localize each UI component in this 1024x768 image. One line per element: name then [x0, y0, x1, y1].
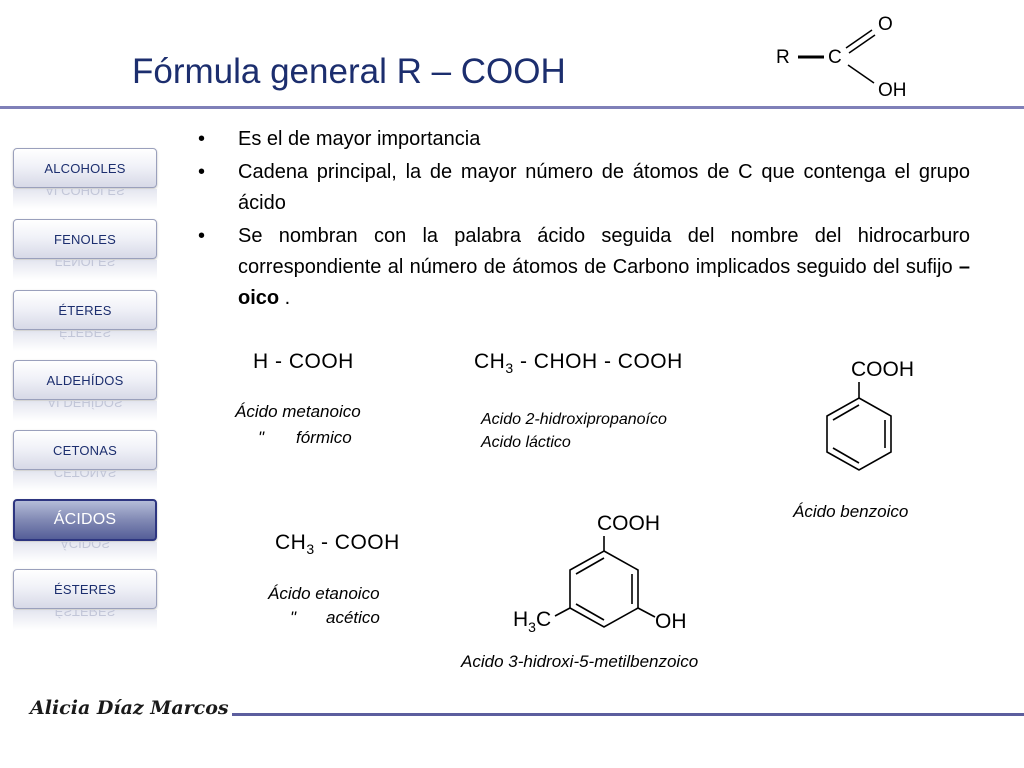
suffix-oico: – oico [238, 256, 970, 309]
benzoic-inner-bond [832, 447, 860, 464]
bullet-list: • Es el de mayor importancia • Cadena pr… [198, 124, 970, 314]
bullet-text: Se nombran con la palabra ácido seguida … [238, 225, 970, 278]
hmb-inner-bond [575, 603, 605, 621]
nav-reflection: ÁCIDOS [13, 542, 157, 562]
ethanoic-ditto: " [290, 608, 297, 627]
hmb-ch3: H3C [513, 608, 551, 635]
hmb-cooh: COOH [597, 512, 660, 535]
nav-label: ALDEHÍDOS [46, 372, 124, 388]
formula-c: C [828, 47, 842, 68]
hmb-oh: OH [655, 610, 687, 633]
nav-button-fenoles[interactable]: FENOLES [13, 219, 157, 259]
nav-label: ÁCIDOS [53, 511, 117, 528]
hmb-ring [569, 550, 639, 628]
methanoic-name: Ácido metanoico [235, 402, 361, 421]
benzoic-ring [826, 397, 892, 471]
formula-double-bond-2 [848, 34, 876, 54]
formula-r: R [776, 47, 790, 68]
ethanoic-name: Ácido etanoico [268, 584, 380, 603]
hydroxymethylbenzoic-structure: COOH OH H3C [513, 512, 687, 635]
benzoic-cooh: COOH [851, 358, 914, 381]
hmb-inner-bond [575, 557, 605, 575]
ethanoic-alt-name: acético [326, 608, 380, 627]
nav-reflection: CETONAS [13, 471, 157, 491]
author-signature: Alicia Díaz Marcos [30, 697, 229, 719]
nav-label: CETONAS [52, 442, 117, 458]
nav-reflection: ALDEHÍDOS [13, 401, 157, 421]
bullet-marker: • [198, 161, 206, 183]
formula-o: O [878, 14, 893, 35]
bullet-text: Cadena principal, la de mayor número de … [238, 161, 970, 214]
nav-button-cetonas[interactable]: CETONAS [13, 430, 157, 470]
bullet-text-end: . [279, 287, 291, 309]
benzoic-name: Ácido benzoico [793, 502, 909, 521]
benzoic-structure: COOH [826, 358, 914, 471]
nav-label: ÉSTERES [53, 581, 117, 597]
nav-button-alcoholes[interactable]: ALCOHOLES [13, 148, 157, 188]
footer-divider [232, 713, 1024, 716]
nav-reflection: FENOLES [13, 260, 157, 280]
nav-button-eteres[interactable]: ÉTERES [13, 290, 157, 330]
bullet-item: • Se nombran con la palabra ácido seguid… [198, 221, 970, 314]
formula-double-bond-1 [845, 29, 873, 49]
bullet-marker: • [198, 225, 206, 247]
methanoic-formula: H - COOH [253, 350, 354, 373]
lactic-formula: CH3 - CHOH - COOH [474, 350, 683, 377]
lactic-name: Acido 2-hidroxipropanoíco [481, 411, 667, 428]
bullet-marker: • [198, 128, 206, 150]
general-formula-structure: R C O OH [776, 14, 907, 101]
nav-label: FENOLES [53, 231, 117, 247]
nav-reflection: ÉTERES [13, 331, 157, 351]
benzoic-inner-bond [832, 404, 860, 421]
lactic-alt-name: Acido láctico [481, 434, 571, 451]
nav-button-acidos[interactable]: ÁCIDOS [13, 499, 157, 541]
nav-reflection: ÉSTERES [13, 610, 157, 630]
slide-title: Fórmula general R – COOH [132, 52, 566, 91]
nav-button-esteres[interactable]: ÉSTERES [13, 569, 157, 609]
nav-label: ALCOHOLES [44, 160, 126, 176]
nav-button-aldehidos[interactable]: ALDEHÍDOS [13, 360, 157, 400]
bullet-text: Es el de mayor importancia [238, 128, 481, 150]
formula-oh: OH [878, 80, 907, 101]
methanoic-alt-name: fórmico [296, 428, 352, 447]
nav-reflection: ALCOHOLES [13, 189, 157, 209]
hmb-bond-ch3 [554, 607, 571, 617]
formula-single-bond [847, 64, 875, 84]
ethanoic-formula: CH3 - COOH [275, 531, 400, 558]
hmb-bond-oh [637, 607, 656, 618]
hydroxymethylbenzoic-name: Acido 3-hidroxi-5-metilbenzoico [461, 652, 699, 671]
nav-label: ÉTERES [58, 302, 112, 318]
bullet-item: • Es el de mayor importancia [198, 124, 970, 155]
bullet-item: • Cadena principal, la de mayor número d… [198, 157, 970, 219]
title-divider [0, 106, 1024, 109]
methanoic-ditto: " [258, 428, 265, 447]
